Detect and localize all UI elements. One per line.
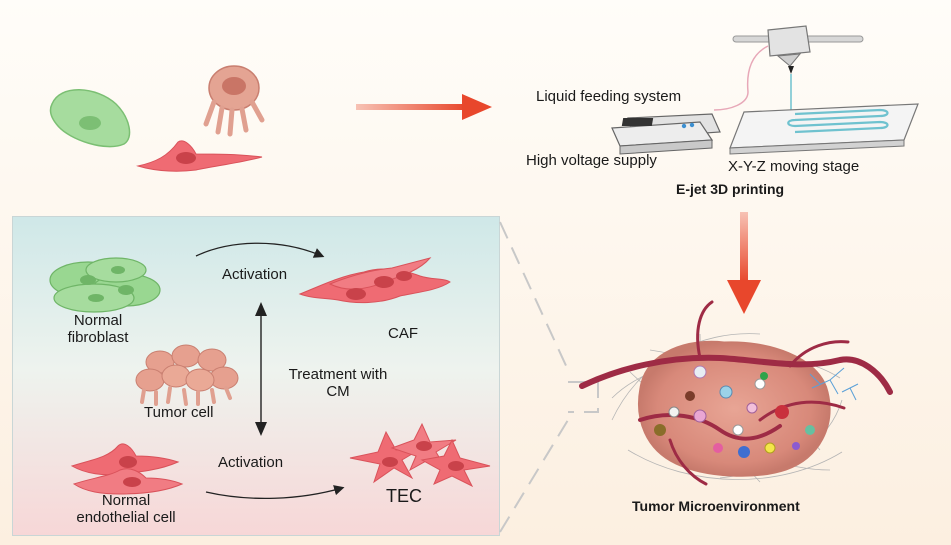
treatment-label: Treatment with CM [288, 366, 388, 400]
tumor-microenvironment-illustration [579, 300, 893, 486]
zoom-connector-lines [499, 221, 599, 533]
caf-label: CAF [388, 325, 418, 342]
activation-bottom-label: Activation [218, 454, 284, 471]
endothelial-cell-icon [136, 140, 263, 172]
normal-endothelial-icon [70, 443, 184, 495]
process-arrow-right [356, 94, 492, 120]
ejet-printer-illustration [611, 25, 919, 155]
activation-top-label: Activation [222, 266, 288, 283]
normal-fibroblast-label: Normal fibroblast [67, 312, 129, 346]
tec-cells-icon [349, 422, 491, 488]
normal-endothelial-label: Normal endothelial cell [76, 492, 176, 526]
tumor-cell-icon [203, 65, 265, 137]
high-voltage-label: High voltage supply [526, 152, 657, 169]
normal-fibroblast-icon [49, 257, 161, 313]
tumor-cell-label: Tumor cell [144, 404, 214, 421]
ejet-title: E-jet 3D printing [676, 181, 785, 197]
process-arrow-down [727, 212, 761, 314]
activation-arrow-top [195, 242, 325, 258]
liquid-feeding-label: Liquid feeding system [536, 88, 682, 105]
stage-label: X-Y-Z moving stage [728, 158, 860, 175]
tumor-cluster-icon [135, 344, 239, 406]
treatment-double-arrow [255, 302, 267, 436]
fibroblast-cell-icon [49, 89, 131, 148]
tme-title: Tumor Microenvironment [632, 498, 800, 514]
tec-label: TEC [386, 486, 422, 506]
activation-arrow-bottom [205, 485, 345, 500]
caf-cells-icon [298, 257, 451, 304]
